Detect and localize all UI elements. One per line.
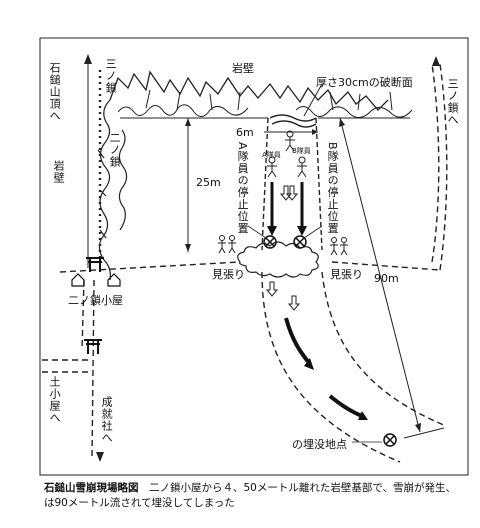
dim-90m-arrow-t [339,118,345,127]
label-lookout-left: 見張り [212,268,245,281]
dim-90m-tick-b [403,427,445,439]
label-jojusha: 成就社へ [100,396,114,444]
trail-main [59,261,441,273]
label-san-no-kusari-right: 三ノ鎖へ [446,78,460,126]
climber-top [285,130,295,152]
label-ganpeki-top: 岩壁 [232,62,254,75]
label-height-25m: 25m [196,176,221,189]
label-distance-90m: 90m [374,272,399,285]
trail-right-up-2 [431,63,440,263]
hollow-arrow-1 [279,185,293,201]
label-ni-no-kusari: 二ノ鎖 [108,132,122,168]
caption-text: 二ノ鎖小屋から４、50メートル離れた岩壁基部で、雪崩が発生、 は90メートル流さ… [44,482,472,509]
label-ishizuchi-summit: 石鎚山頂へ [48,62,62,122]
leader-a [247,225,267,239]
burial-marker [383,433,397,447]
flow-arrow-1-head [304,358,314,370]
slide-arrow-b-head [297,226,307,236]
rock-wall-left [97,99,128,281]
label-b-member: B隊員 [292,147,311,155]
rock-wall-base [120,89,410,119]
label-lookout-right: 見張り [330,268,363,281]
trail-tsuchigoya [42,359,92,373]
runout-left-edge [261,271,401,463]
dim-25m-arrow-t [185,118,191,126]
hut-icons [71,273,121,287]
fracture-leader [303,83,323,117]
rock-wall-bumps [117,104,413,118]
torii-upper [86,257,104,272]
caption-title: 石鎚山雪崩現場略図 [44,482,139,494]
trail-left-down [81,279,95,461]
lookout-left-figures [218,235,236,254]
hollow-arrow-3 [265,281,279,297]
diagram-frame [39,37,469,476]
dim-6m-arrow-r [312,129,318,135]
dim-25m-arrow-b [185,244,191,252]
arrow-up-left [84,54,92,64]
label-team-a-stop: A隊員の停止位置 [236,142,250,235]
label-burial-point: の埋没地点 [292,438,347,451]
runout-right-edge [321,271,447,427]
dim-90m-arrow-b [415,423,421,432]
label-fracture: 厚さ30cmの破断面 [316,76,413,89]
lookout-right-figures [330,237,348,256]
torii-lower [84,339,102,354]
caption: 石鎚山雪崩現場略図 二ノ鎖小屋から４、50メートル離れた岩壁基部で、雪崩が発生、… [44,481,472,511]
trail-right-up [439,63,448,271]
rock-wall-top [109,70,389,111]
flow-arrow-1 [284,317,312,366]
arrow-up-right [432,56,440,66]
label-hut: 二ノ鎖小屋 [68,294,123,307]
label-team-b-stop: B隊員の停止位置 [326,142,340,235]
flow-arrow-2 [328,394,363,418]
label-tsuchigoya: 土小屋へ [48,376,62,424]
climber-b [297,156,307,178]
label-a-member: A隊員 [262,151,281,159]
label-san-no-kusari-left: 三ノ鎖 [104,58,118,94]
hollow-arrow-2 [285,185,299,201]
dim-90m-line [339,117,421,433]
fracture-line [269,114,317,128]
flow-arrow-2-head [358,411,368,420]
arrow-down-jojusha [96,452,104,462]
chute-right-wall [315,117,323,251]
hollow-arrow-4 [287,295,301,311]
label-ganpeki-left: 岩壁 [52,160,66,184]
leader-b [303,225,323,239]
climber-a [267,156,277,178]
chute-left-wall [261,117,269,251]
debris-cloud [237,241,319,278]
label-width-6m: 6m [236,126,254,139]
slide-arrow-a-head [267,226,277,236]
